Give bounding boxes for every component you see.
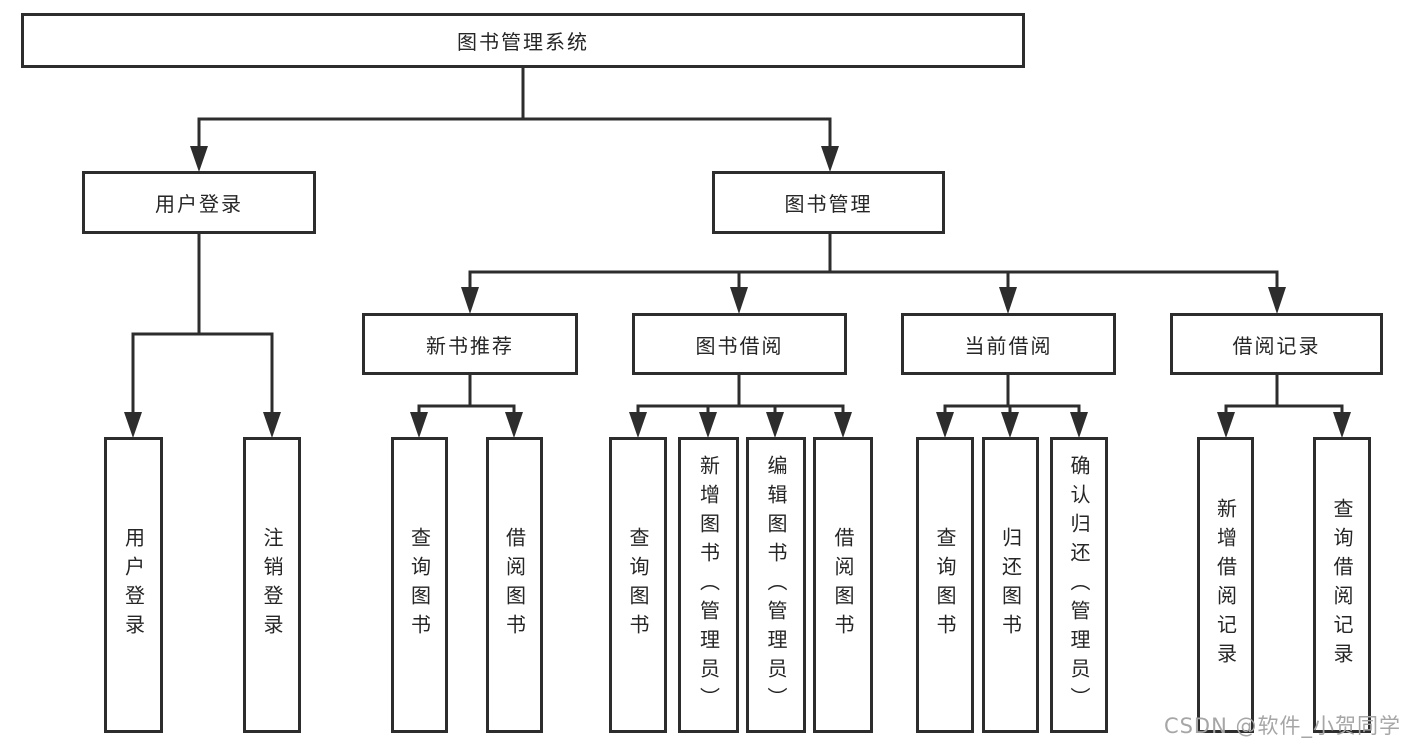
node-label: 查询借阅记录 (1330, 498, 1354, 672)
leaf-confirm-return-admin: 确认归还（管理员） (1050, 437, 1108, 733)
node-label: 图书管理 (784, 192, 873, 216)
node-library-management-system: 图书管理系统 (21, 13, 1025, 68)
node-label: 图书管理系统 (457, 30, 589, 54)
leaf-edit-books-admin: 编辑图书（管理员） (746, 437, 806, 733)
node-label: 当前借阅 (964, 333, 1053, 358)
node-label: 用户登录 (155, 192, 243, 216)
node-label: 归还图书 (998, 527, 1023, 643)
leaf-borrow-books-recommend: 借阅图书 (486, 437, 543, 733)
leaf-query-borrow-record: 查询借阅记录 (1313, 437, 1371, 733)
leaf-add-borrow-record: 新增借阅记录 (1197, 437, 1254, 733)
leaf-return-books: 归还图书 (982, 437, 1039, 733)
node-book-management: 图书管理 (712, 171, 945, 234)
node-label: 查询图书 (626, 527, 650, 643)
node-label: 新增图书（管理员） (696, 454, 721, 716)
leaf-query-books-current: 查询图书 (916, 437, 974, 733)
node-label: 借阅图书 (831, 527, 855, 643)
node-label: 借阅图书 (502, 527, 527, 643)
csdn-watermark: CSDN @软件_小贺同学 (1163, 714, 1401, 738)
node-label: 借阅记录 (1232, 333, 1321, 358)
leaf-logout: 注销登录 (243, 437, 301, 733)
node-user-login: 用户登录 (82, 171, 316, 234)
node-label: 编辑图书（管理员） (764, 454, 788, 716)
leaf-borrow-books: 借阅图书 (813, 437, 873, 733)
node-label: 用户登录 (121, 527, 146, 643)
leaf-add-books-admin: 新增图书（管理员） (678, 437, 739, 733)
node-label: 新增借阅记录 (1213, 498, 1238, 672)
leaf-query-books-recommend: 查询图书 (391, 437, 448, 733)
node-label: 注销登录 (260, 527, 284, 643)
node-book-borrowing: 图书借阅 (632, 313, 847, 375)
node-label: 新书推荐 (426, 333, 514, 358)
leaf-query-books-borrowing: 查询图书 (609, 437, 667, 733)
node-label: 查询图书 (407, 527, 432, 643)
node-label: 查询图书 (933, 527, 957, 643)
node-current-borrowing: 当前借阅 (901, 313, 1116, 375)
node-borrowing-records: 借阅记录 (1170, 313, 1383, 375)
node-label: 确认归还（管理员） (1067, 454, 1091, 716)
node-new-book-recommend: 新书推荐 (362, 313, 578, 375)
leaf-user-login: 用户登录 (104, 437, 163, 733)
node-label: 图书借阅 (695, 333, 784, 358)
